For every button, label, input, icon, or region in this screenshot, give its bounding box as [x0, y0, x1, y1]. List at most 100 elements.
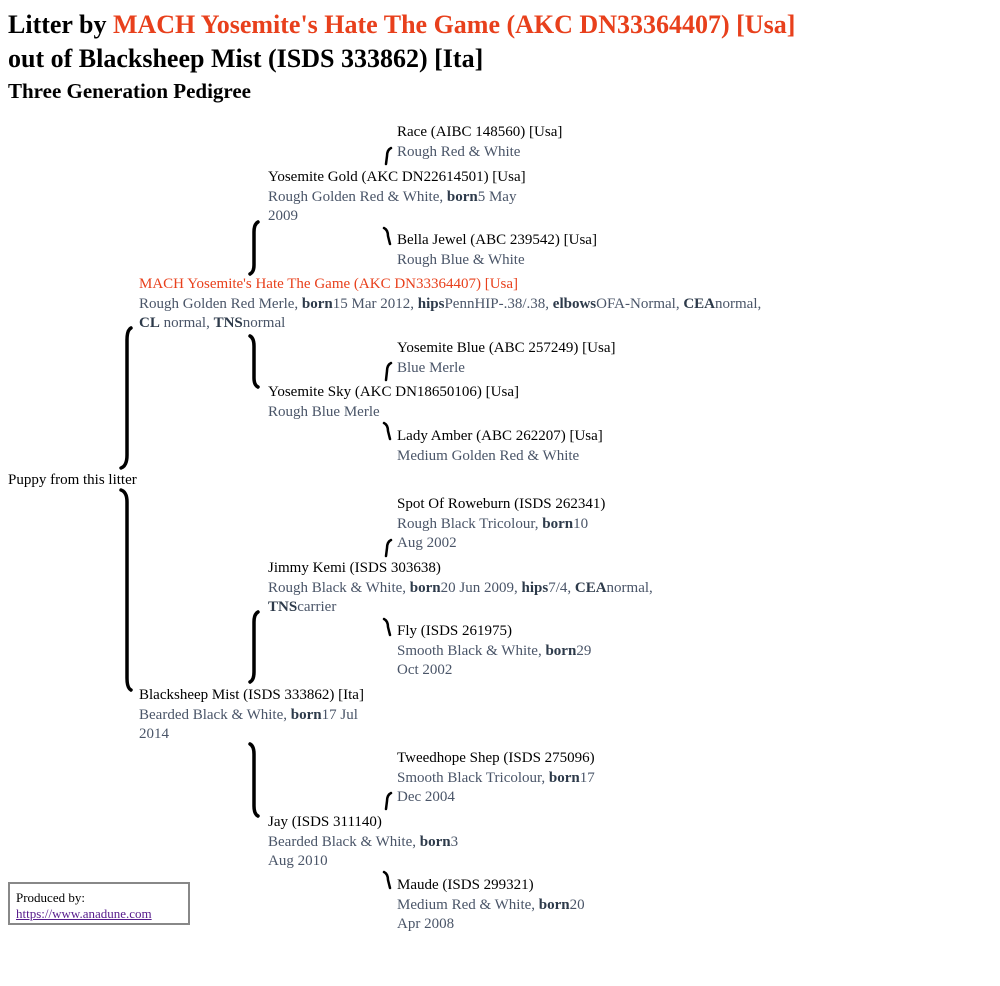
dog-info: Rough Black Tricolour,: [397, 515, 543, 532]
pedigree-entry-sire-dam-sire: Yosemite Blue (ABC 257249) [Usa] Blue Me…: [397, 339, 616, 378]
pedigree-entry-dam-dam: Jay (ISDS 311140) Bearded Black & White,…: [268, 813, 473, 872]
dog-name[interactable]: Jimmy Kemi (ISDS 303638): [268, 560, 441, 576]
born-label: born: [548, 769, 580, 786]
born-label: born: [301, 295, 333, 312]
dog-name[interactable]: Spot Of Roweburn (ISDS 262341): [397, 496, 606, 512]
dog-name[interactable]: Blacksheep Mist (ISDS 333862) [Ita]: [139, 687, 364, 703]
dog-info: Rough Golden Red Merle,: [139, 295, 302, 312]
dog-name[interactable]: MACH Yosemite's Hate The Game (AKC DN333…: [139, 276, 519, 292]
brace-g3-6: [382, 617, 392, 637]
tns-value: normal: [242, 315, 286, 331]
dog-name[interactable]: Yosemite Sky (AKC DN18650106) [Usa]: [268, 384, 519, 400]
pedigree-entry-sire-dam: Yosemite Sky (AKC DN18650106) [Usa] Roug…: [268, 383, 663, 422]
born-date: 20 Apr 2008: [397, 896, 585, 933]
puppy-label: Puppy from this litter: [8, 472, 137, 488]
dog-info: Rough Black & White,: [268, 579, 410, 596]
brace-sire-dam: [248, 334, 260, 389]
dog-name[interactable]: Tweedhope Shep (ISDS 275096): [397, 750, 595, 766]
elbows-label: elbows: [552, 295, 597, 312]
dog-info: Rough Blue Merle: [268, 403, 380, 420]
born-date: 5 May 2009: [268, 188, 517, 225]
pedigree-entry-sire-dam-dam: Lady Amber (ABC 262207) [Usa] Medium Gol…: [397, 427, 612, 466]
dog-info: Rough Blue & White: [397, 251, 525, 268]
hips-label: hips: [521, 579, 549, 596]
pedigree-entry-dam-sire-sire: Spot Of Roweburn (ISDS 262341) Rough Bla…: [397, 495, 607, 554]
pedigree-entry-dam-dam-sire: Tweedhope Shep (ISDS 275096) Smooth Blac…: [397, 749, 612, 808]
pedigree-entry-sire-sire: Yosemite Gold (AKC DN22614501) [Usa] Rou…: [268, 168, 528, 227]
cea-label: CEA: [574, 579, 607, 596]
producer-box: Produced by: https://www.anadune.com: [8, 882, 190, 925]
born-label: born: [538, 896, 570, 913]
born-label: born: [542, 515, 574, 532]
dog-name[interactable]: Lady Amber (ABC 262207) [Usa]: [397, 428, 603, 444]
tns-label: TNS: [268, 599, 298, 615]
born-date: 17 Jul 2014: [139, 706, 358, 743]
brace-g3-1: [384, 146, 393, 166]
born-date: 29 Oct 2002: [397, 642, 592, 679]
cea-value: normal,: [715, 295, 762, 312]
born-label: born: [419, 833, 451, 850]
cl-label: CL: [139, 315, 160, 331]
born-date: 3 Aug 2010: [268, 833, 459, 870]
cea-label: CEA: [683, 295, 716, 312]
dog-info: Bearded Black & White,: [139, 706, 291, 723]
elbows-value: OFA-Normal,: [596, 295, 684, 312]
pedigree-entry-sire: MACH Yosemite's Hate The Game (AKC DN333…: [139, 275, 779, 334]
title-prefix: Litter by: [8, 10, 113, 39]
brace-g3-8: [382, 870, 392, 890]
born-date: 10 Aug 2002: [397, 515, 589, 552]
dog-info: Bearded Black & White,: [268, 833, 420, 850]
pedigree-entry-sire-sire-sire: Race (AIBC 148560) [Usa] Rough Red & Whi…: [397, 123, 612, 162]
dog-name[interactable]: Maude (ISDS 299321): [397, 877, 534, 893]
brace-puppy-dam: [119, 488, 133, 692]
hips-label: hips: [417, 295, 445, 312]
hips-value: 7/4,: [548, 579, 575, 596]
dog-info: Smooth Black & White,: [397, 642, 546, 659]
brace-g3-3: [384, 361, 393, 382]
producer-label: Produced by:: [16, 890, 85, 905]
tns-value: carrier: [297, 599, 337, 615]
page-title-dam: out of Blacksheep Mist (ISDS 333862) [It…: [8, 44, 484, 73]
dog-name[interactable]: Bella Jewel (ABC 239542) [Usa]: [397, 232, 597, 248]
born-label: born: [290, 706, 322, 723]
page-subtitle: Three Generation Pedigree: [8, 79, 251, 103]
brace-g3-4: [382, 421, 392, 441]
dog-info: Rough Red & White: [397, 143, 521, 160]
brace-dam-sire: [248, 610, 260, 684]
brace-g3-7: [384, 791, 393, 811]
dog-info: Blue Merle: [397, 359, 465, 376]
born-label: born: [409, 579, 441, 596]
brace-g3-2: [382, 226, 392, 246]
hips-value: PennHIP-.38/.38,: [444, 295, 553, 312]
born-date: 17 Dec 2004: [397, 769, 595, 806]
born-date: 15 Mar 2012,: [332, 295, 418, 312]
dog-name[interactable]: Yosemite Gold (AKC DN22614501) [Usa]: [268, 169, 526, 185]
born-label: born: [545, 642, 577, 659]
pedigree-entry-dam: Blacksheep Mist (ISDS 333862) [Ita] Bear…: [139, 686, 379, 745]
title-sire-link[interactable]: MACH Yosemite's Hate The Game (AKC DN333…: [112, 10, 796, 39]
dog-info: Medium Golden Red & White: [397, 447, 580, 464]
brace-sire-sire: [248, 220, 260, 276]
pedigree-entry-dam-sire: Jimmy Kemi (ISDS 303638) Rough Black & W…: [268, 559, 668, 618]
page-title: Litter by MACH Yosemite's Hate The Game …: [8, 8, 795, 42]
cl-value: normal,: [159, 315, 214, 331]
pedigree-entry-sire-sire-dam: Bella Jewel (ABC 239542) [Usa] Rough Blu…: [397, 231, 612, 270]
pedigree-entry-dam-dam-dam: Maude (ISDS 299321) Medium Red & White, …: [397, 876, 602, 935]
born-date: 20 Jun 2009,: [440, 579, 522, 596]
brace-dam-dam: [248, 742, 260, 818]
producer-link[interactable]: https://www.anadune.com: [16, 906, 152, 921]
pedigree-entry-dam-sire-dam: Fly (ISDS 261975) Smooth Black & White, …: [397, 622, 607, 681]
dog-name[interactable]: Yosemite Blue (ABC 257249) [Usa]: [397, 340, 616, 356]
dog-info: Smooth Black Tricolour,: [397, 769, 549, 786]
brace-g3-5: [384, 538, 393, 558]
brace-puppy-sire: [119, 326, 133, 470]
dog-name[interactable]: Race (AIBC 148560) [Usa]: [397, 124, 563, 140]
dog-name[interactable]: Fly (ISDS 261975): [397, 623, 513, 639]
dog-info: Medium Red & White,: [397, 896, 539, 913]
dog-info: Rough Golden Red & White,: [268, 188, 447, 205]
cea-value: normal,: [606, 579, 653, 596]
dog-name[interactable]: Jay (ISDS 311140): [268, 814, 382, 830]
tns-label: TNS: [213, 315, 243, 331]
born-label: born: [446, 188, 478, 205]
